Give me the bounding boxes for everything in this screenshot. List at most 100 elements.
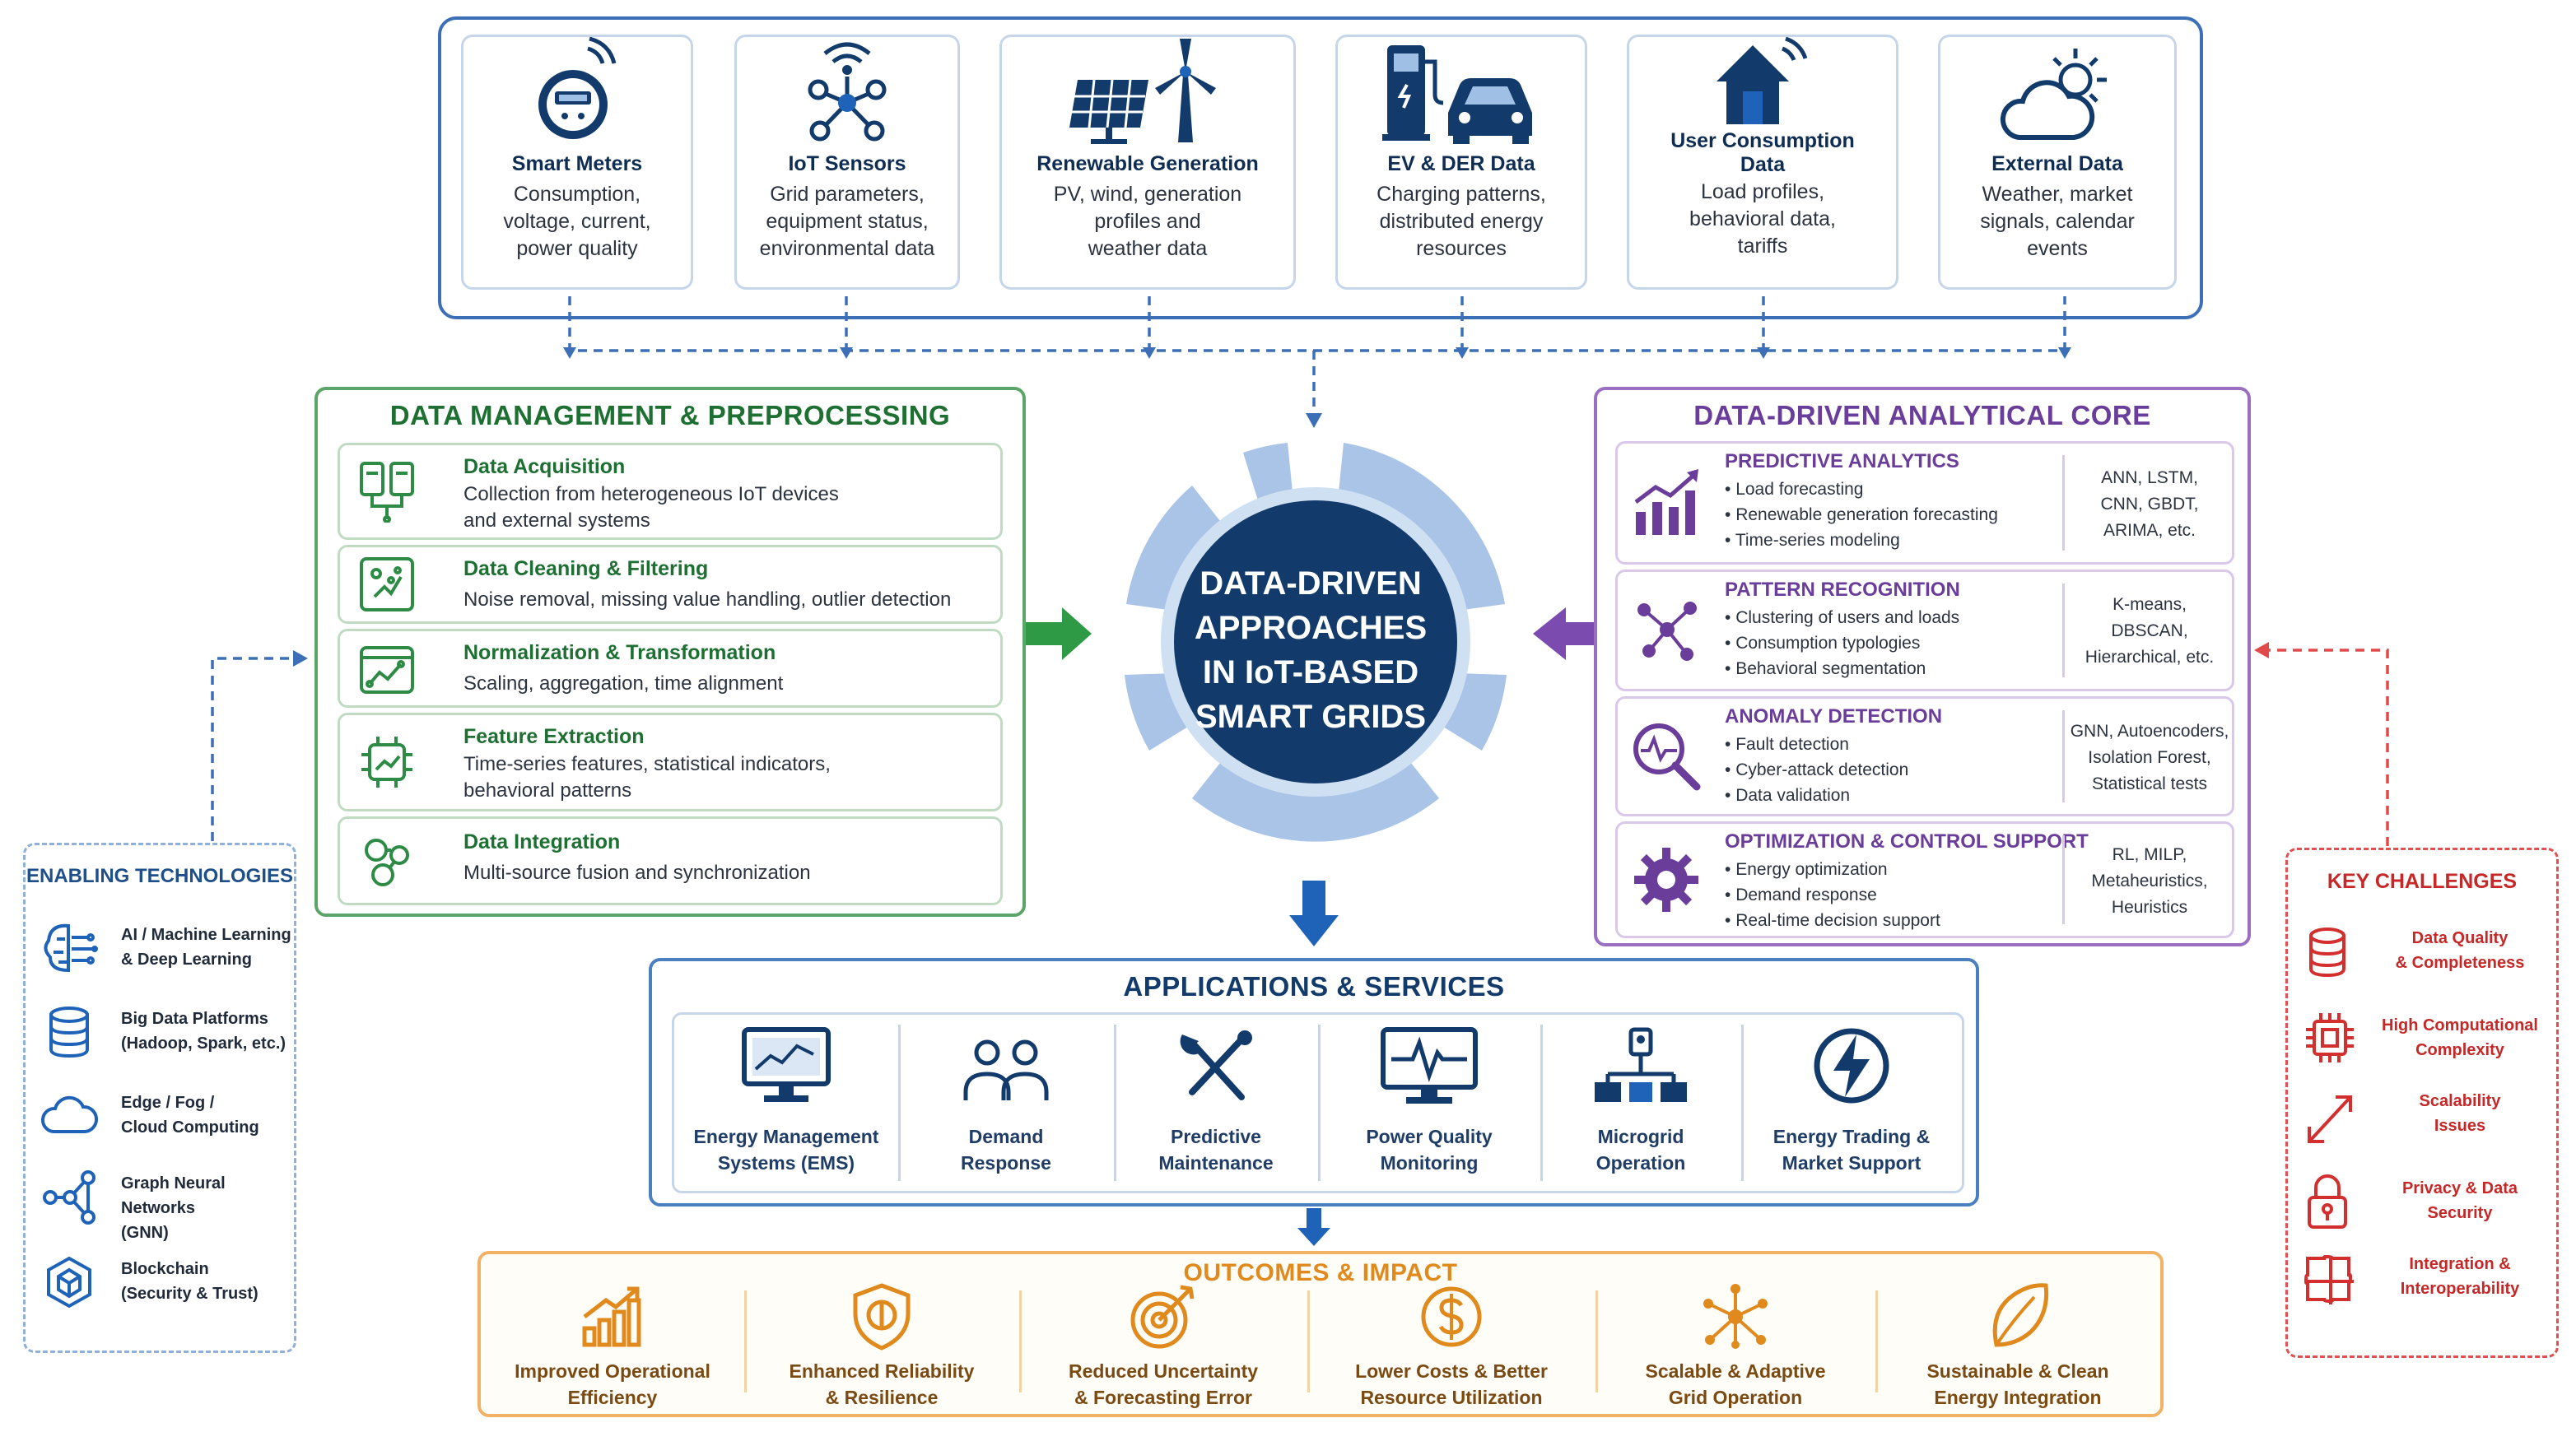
- microgrid-icon: [1595, 1027, 1687, 1102]
- source-description: Grid parameters,equipment status,environ…: [759, 183, 935, 260]
- et-item-big-data: Big Data Platforms(Hadoop, Spark, etc.): [40, 998, 296, 1064]
- et-item-ai: AI / Machine Learning& Deep Learning: [40, 914, 296, 980]
- et-label: Graph Neural Networks(GNN): [121, 1174, 226, 1242]
- network-icon: [1703, 1284, 1768, 1349]
- analytical-core-panel: DATA-DRIVEN ANALYTICAL CORE PREDICTIVE A…: [1594, 387, 2251, 946]
- source-card-ev-der: EV & DER Data Charging patterns,distribu…: [1335, 35, 1587, 290]
- chip-icon: [2306, 1013, 2354, 1062]
- dollar-icon: [1421, 1286, 1482, 1347]
- dm-description: Multi-source fusion and synchronization: [463, 862, 811, 884]
- ac-title: OPTIMIZATION & CONTROL SUPPORT: [1725, 830, 2089, 853]
- kc-label: Integration &Interoperability: [2400, 1255, 2520, 1298]
- database-icon: [2309, 928, 2345, 978]
- expand-arrows-icon: [2308, 1095, 2352, 1143]
- dm-title: Data Acquisition: [463, 455, 626, 478]
- ev-charger-icon: [1382, 45, 1532, 144]
- ac-title: PREDICTIVE ANALYTICS: [1725, 450, 1959, 472]
- ac-bullets: Energy optimizationDemand responseReal-t…: [1725, 857, 1940, 933]
- app-energy-trading: Energy Trading &Market Support: [1741, 1015, 1962, 1191]
- feature-icon: [361, 737, 412, 788]
- ac-bullets: Fault detectionCyber-attack detectionDat…: [1725, 732, 1908, 808]
- et-item-blockchain: Blockchain(Security & Trust): [40, 1248, 296, 1314]
- source-title: EV & DER Data: [1387, 152, 1535, 175]
- kc-label: Data Quality& Completeness: [2395, 929, 2525, 972]
- applications-panel: APPLICATIONS & SERVICES Energy Managemen…: [649, 958, 1979, 1207]
- et-label: Edge / Fog /Cloud Computing: [121, 1094, 259, 1137]
- ac-methods: K-means,DBSCAN,Hierarchical, etc.: [2085, 595, 2215, 667]
- blockchain-icon: [47, 1256, 91, 1309]
- dm-item-normalization: Normalization & Transformation Scaling, …: [338, 629, 1003, 708]
- dm-item-integration: Data Integration Multi-source fusion and…: [338, 816, 1003, 905]
- leaf-icon: [1992, 1283, 2049, 1347]
- oc-reliability: Enhanced Reliability& Resilience: [744, 1279, 1019, 1419]
- smart-home-icon: [1717, 37, 1808, 124]
- dm-item-feature-extraction: Feature Extraction Time-series features,…: [338, 713, 1003, 811]
- et-label: AI / Machine Learning& Deep Learning: [121, 926, 291, 969]
- dm-title: Feature Extraction: [463, 725, 645, 748]
- dm-description: Time-series features, statistical indica…: [463, 753, 831, 802]
- lightning-icon: [1814, 1028, 1889, 1104]
- ac-methods: RL, MILP,Metaheuristics,Heuristics: [2091, 845, 2208, 917]
- ac-bullets: Clustering of users and loadsConsumption…: [1725, 605, 1959, 681]
- ac-methods: GNN, Autoencoders,Isolation Forest,Stati…: [2070, 722, 2229, 793]
- ac-bullets: Load forecastingRenewable generation for…: [1725, 477, 1998, 553]
- ac-item-predictive: PREDICTIVE ANALYTICS Load forecastingRen…: [1615, 441, 2234, 565]
- puzzle-icon: [2303, 1254, 2354, 1304]
- monitor-chart-icon: [742, 1027, 831, 1102]
- kc-item-data-quality: Data Quality& Completeness: [2303, 919, 2550, 993]
- acquisition-icon: [360, 462, 414, 523]
- source-card-renewable-generation: Renewable Generation PV, wind, generatio…: [999, 35, 1296, 290]
- panel-heading: DATA-DRIVEN ANALYTICAL CORE: [1693, 400, 2151, 430]
- ac-item-pattern: PATTERN RECOGNITION Clustering of users …: [1615, 570, 2234, 691]
- magnifier-pulse-icon: [1633, 723, 1701, 791]
- key-challenges-panel: KEY CHALLENGES Data Quality& Completenes…: [2285, 848, 2559, 1358]
- dm-title: Normalization & Transformation: [463, 641, 776, 664]
- database-icon: [49, 1007, 89, 1058]
- ac-methods: ANN, LSTM,CNN, GBDT,ARIMA, etc.: [2100, 468, 2199, 540]
- integration-icon: [365, 839, 409, 886]
- tools-icon: [1180, 1030, 1252, 1100]
- ac-title: ANOMALY DETECTION: [1725, 705, 1943, 728]
- source-description: Consumption,voltage, current,power quali…: [503, 183, 651, 260]
- oc-label: Enhanced Reliability& Resilience: [789, 1360, 975, 1408]
- dm-item-acquisition: Data Acquisition Collection from heterog…: [338, 443, 1003, 540]
- source-title: External Data: [1991, 152, 2123, 175]
- panel-heading: APPLICATIONS & SERVICES: [1123, 971, 1505, 1002]
- solar-wind-icon: [1069, 39, 1216, 144]
- target-icon: [1130, 1285, 1195, 1349]
- panel-heading: OUTCOMES & IMPACT: [1183, 1259, 1458, 1286]
- cloud-icon: [40, 1095, 98, 1133]
- cleaning-icon: [360, 557, 414, 611]
- source-card-iot-sensors: IoT Sensors Grid parameters,equipment st…: [734, 35, 960, 290]
- dm-description: Noise removal, missing value handling, o…: [463, 588, 952, 611]
- ac-item-anomaly: ANOMALY DETECTION Fault detectionCyber-a…: [1615, 696, 2234, 816]
- smart-meter-icon: [538, 37, 617, 139]
- bar-trend-icon: [1634, 469, 1698, 535]
- panel-heading: ENABLING TECHNOLOGIES: [26, 865, 293, 887]
- et-item-edge-cloud: Edge / Fog /Cloud Computing: [40, 1082, 296, 1148]
- cluster-icon: [1637, 602, 1697, 661]
